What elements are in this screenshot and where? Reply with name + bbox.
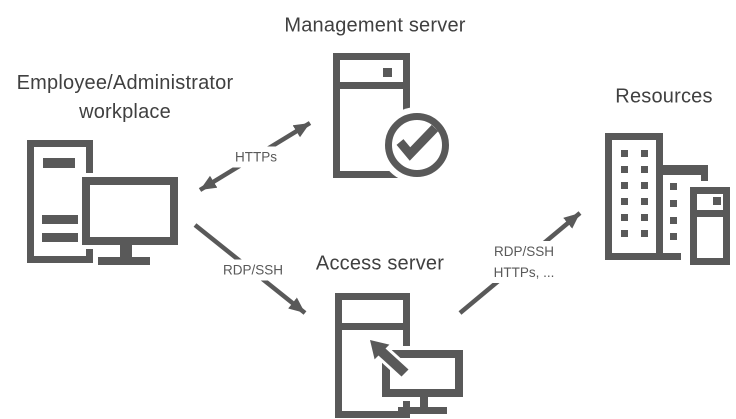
edge-label-https: HTTPs <box>232 146 280 168</box>
checkmark-icon <box>396 124 439 161</box>
cursor-arrow-icon <box>365 335 413 381</box>
desktop-computer-icon <box>27 140 178 265</box>
access-server-label: Access server <box>315 252 445 275</box>
server-remote-cursor-icon <box>335 293 465 418</box>
server-checkmark-icon <box>333 53 455 183</box>
edge-label-rdp-ssh: RDP/SSH <box>219 259 287 281</box>
workplace-label: Employee/Administrator workplace <box>16 72 234 123</box>
building-windows <box>605 150 708 260</box>
buildings-icon <box>605 133 736 265</box>
management-server-label: Management server <box>284 14 466 37</box>
resources-label: Resources <box>615 85 713 108</box>
edge-label-rdp-ssh-https: RDP/SSH HTTPs, ... <box>490 241 558 283</box>
